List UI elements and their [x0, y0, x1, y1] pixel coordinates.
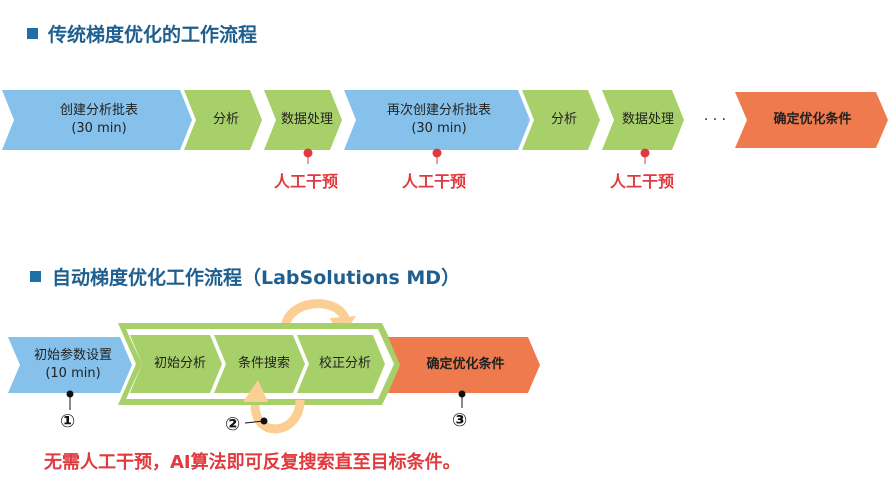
loop-arrow-top [280, 299, 350, 331]
marker-2: ② [225, 414, 241, 435]
step-correction-analysis-label: 校正分析 [318, 356, 371, 371]
marker-1: ① [60, 411, 76, 432]
step-recreate-batch [344, 90, 530, 150]
intervention-label: 人工干预 [610, 172, 675, 191]
intervention-label: 人工干预 [402, 172, 467, 191]
step-initial-setup-label: 初始参数设置(10 min) [33, 348, 112, 381]
step-create-batch [2, 90, 192, 150]
step-analysis-2 [522, 90, 600, 150]
loop-arrow-bottom [250, 399, 305, 434]
step-recreate-batch-label: 再次创建分析批表(30 min) [386, 103, 491, 136]
step-analysis-2-label: 分析 [550, 112, 577, 127]
bullet-square-icon [30, 271, 41, 282]
step-correction-analysis [297, 335, 385, 393]
step-initial-analysis-label: 初始分析 [153, 356, 206, 371]
step-final-2-label: 确定优化条件 [426, 357, 505, 372]
step-analysis-1-label: 分析 [212, 112, 239, 127]
intervention-markers [303, 148, 650, 164]
marker-lines [66, 390, 466, 425]
bullet-square-icon [27, 28, 38, 39]
step-data-2 [602, 90, 684, 150]
step-final-1-label: 确定优化条件 [773, 112, 852, 127]
loop-arrowhead-bottom [243, 380, 268, 402]
step-final-1 [735, 92, 888, 148]
note-text: 无需人工干预，AI算法即可反复搜索直至目标条件。 [44, 452, 461, 473]
step-condition-search-label: 条件搜索 [237, 356, 290, 371]
ellipsis: · · · [703, 112, 727, 128]
marker-3: ③ [452, 410, 468, 431]
step-analysis-1 [184, 90, 262, 150]
intervention-label: 人工干预 [274, 172, 339, 191]
step-create-batch-label: 创建分析批表(30 min) [59, 103, 138, 136]
step-data-1-label: 数据处理 [280, 112, 333, 127]
step-data-2-label: 数据处理 [621, 112, 674, 127]
step-condition-search [214, 335, 305, 393]
section1-title: 传统梯度优化的工作流程 [48, 24, 258, 46]
step-initial-analysis [130, 335, 222, 393]
step-initial-setup [8, 337, 132, 393]
step-final-2 [388, 337, 540, 393]
step-data-1 [264, 90, 342, 150]
section2-title: 自动梯度优化工作流程（LabSolutions MD） [52, 267, 461, 289]
